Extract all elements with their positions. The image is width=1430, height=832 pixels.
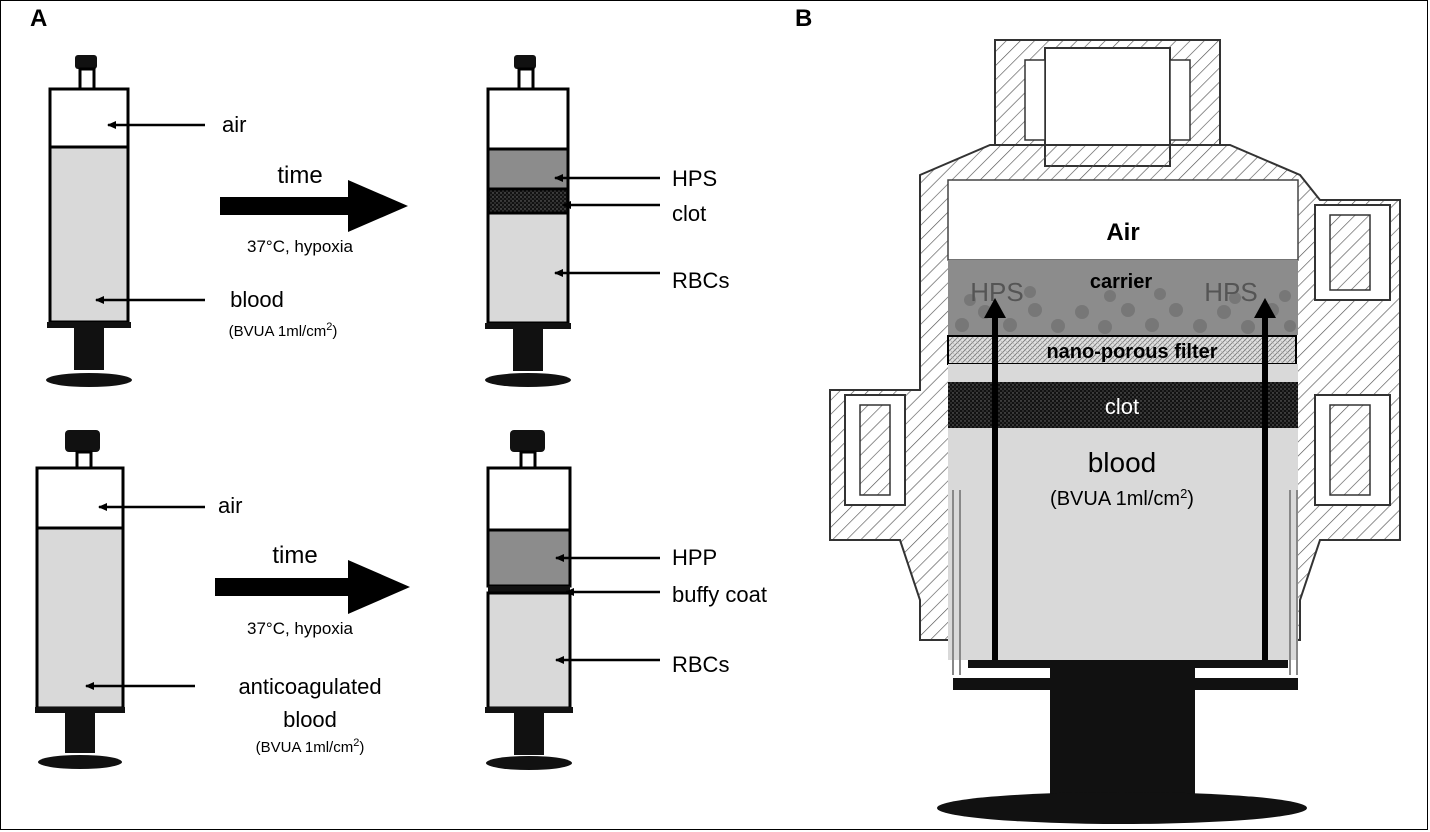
panel-b-letter: B <box>795 5 812 32</box>
gap-region <box>948 364 1298 382</box>
arrow-up-right-head <box>1254 298 1276 318</box>
label-blood-top: blood <box>230 287 284 312</box>
time-arrow-top <box>220 180 408 232</box>
label-anticoag-line1: anticoagulated <box>238 674 381 699</box>
panel-a-letter: A <box>30 5 47 32</box>
syringe-top-right <box>485 55 571 387</box>
label-rbcs-top: RBCs <box>672 268 729 293</box>
time-arrow-bottom <box>215 560 410 614</box>
label-clot-b: clot <box>1105 394 1139 419</box>
syringe-bottom-left <box>35 430 125 769</box>
label-air-top: air <box>222 112 246 137</box>
air-region <box>947 179 1299 261</box>
label-bvua-b: (BVUA 1ml/cm2) <box>1050 486 1194 511</box>
label-air-bottom: air <box>218 493 242 518</box>
label-hps: HPS <box>672 166 717 191</box>
clot-region <box>948 382 1298 428</box>
label-condition-bottom: 37°C, hypoxia <box>247 619 354 638</box>
arrow-up-left-head <box>984 298 1006 318</box>
label-blood-b: blood <box>1088 447 1157 478</box>
label-time-bottom: time <box>272 542 317 569</box>
carrier-beads <box>955 286 1296 334</box>
guide-rods <box>952 490 1298 675</box>
syringe-bottom-right <box>485 430 573 770</box>
label-bvua-bottom: (BVUA 1ml/cm2) <box>256 737 365 756</box>
label-hps-right: HPS <box>1204 277 1257 307</box>
label-anticoag-line2: blood <box>283 707 337 732</box>
label-time-top: time <box>277 162 322 189</box>
label-buffy: buffy coat <box>672 582 767 607</box>
label-filter: nano-porous filter <box>1046 341 1217 363</box>
label-condition-top: 37°C, hypoxia <box>247 237 354 256</box>
label-rbcs-bottom: RBCs <box>672 652 729 677</box>
label-carrier: carrier <box>1090 271 1152 293</box>
device-plunger <box>937 660 1307 824</box>
blood-region <box>948 428 1298 660</box>
label-hpp: HPP <box>672 545 717 570</box>
nano-porous-filter <box>947 335 1297 365</box>
label-clot: clot <box>672 201 706 226</box>
label-bvua-top: (BVUA 1ml/cm2) <box>229 321 338 340</box>
syringe-top-left <box>46 55 132 387</box>
label-air-b: Air <box>1106 219 1139 246</box>
